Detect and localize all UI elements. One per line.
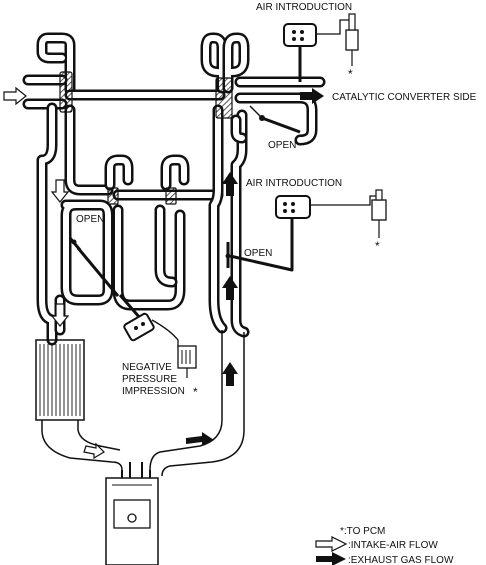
label-negative: NEGATIVE	[122, 362, 172, 373]
pcm-mark-top: *	[348, 67, 353, 81]
legend: *:TO PCM :INTAKE-AIR FLOW :EXHAUST GAS F…	[315, 526, 454, 565]
hatched-collars	[59, 71, 233, 205]
legend-intake-arrow	[315, 536, 348, 552]
label-catalytic-side: CATALYTIC CONVERTER SIDE	[332, 92, 477, 103]
label-open-left: OPEN	[76, 214, 104, 225]
legend-exhaust-gas-flow: :EXHAUST GAS FLOW	[348, 555, 454, 565]
label-air-intro-top: AIR INTRODUCTION	[256, 2, 352, 13]
air-intro-valve-top	[283, 13, 359, 82]
catalytic-converter	[35, 339, 123, 471]
intake-air-arrows	[3, 86, 105, 460]
exhaust-lower-bend	[149, 330, 245, 477]
legend-to-pcm: *:TO PCM	[340, 526, 385, 537]
negative-pressure-valve	[118, 294, 197, 378]
butterfly-valves	[68, 105, 301, 297]
legend-exhaust-arrow	[316, 552, 346, 565]
label-open-top-right: OPEN	[268, 140, 296, 151]
label-air-intro-mid: AIR INTRODUCTION	[246, 178, 342, 189]
label-open-right: OPEN	[244, 248, 272, 259]
legend-intake-air-flow: :INTAKE-AIR FLOW	[348, 540, 438, 551]
pcm-mark-low: *	[193, 385, 198, 399]
label-pressure: PRESSURE	[122, 374, 177, 385]
air-intro-valve-mid	[229, 189, 387, 272]
label-impression: IMPRESSION	[122, 386, 185, 397]
diagram-labels: AIR INTRODUCTION CATALYTIC CONVERTER SID…	[76, 2, 477, 399]
exhaust-gas-arrows	[186, 88, 324, 446]
pcm-mark-mid: *	[375, 239, 380, 253]
engine-cylinder	[105, 462, 159, 565]
